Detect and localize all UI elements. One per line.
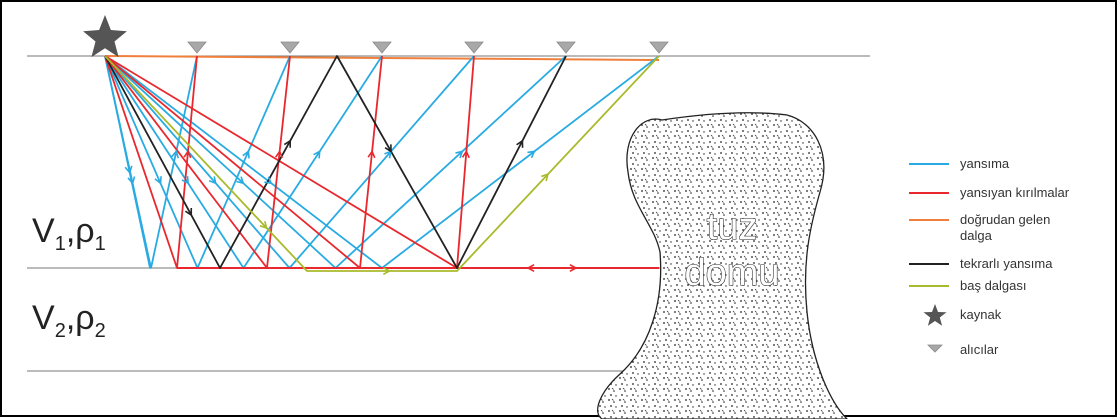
head-wave-arrow	[259, 221, 268, 230]
reflection-arrow-up	[527, 150, 536, 159]
legend-label-direct: doğrudan gelen	[960, 212, 1050, 227]
dome-label-tuz: tuz	[707, 206, 758, 248]
receiver-triangle-icon	[556, 41, 576, 54]
reflection-arrow-up	[242, 149, 250, 159]
refraction-arrow-up	[367, 149, 376, 159]
dome-label-domu: domu	[684, 252, 779, 294]
refraction-arrow-right	[569, 263, 578, 273]
head-wave-arrow	[382, 266, 392, 276]
reflection-arrow-up	[313, 150, 321, 159]
multiple-arrow	[384, 144, 392, 153]
legend-label-multiple: tekrarlı yansıma	[960, 256, 1053, 271]
legend-label-head: baş dalgası	[960, 278, 1027, 293]
reflection-arrow-down	[154, 176, 162, 185]
legend-label-receivers: alıcılar	[960, 342, 999, 357]
reflection-arrow-down	[236, 176, 245, 185]
reflection-arrow-up	[171, 149, 180, 159]
receiver-triangle-icon	[372, 41, 392, 54]
legend-label-direct-line2: dalga	[960, 228, 993, 243]
ray-paths	[104, 55, 660, 272]
reflection-arrow-down	[127, 176, 136, 185]
receiver-triangle-icon	[464, 41, 484, 54]
refraction-ray	[104, 55, 475, 269]
receiver-triangle-icon	[649, 41, 669, 54]
legend-label-source: kaynak	[960, 307, 1002, 322]
multiple-arrow	[283, 139, 292, 148]
legend-label-refraction: yansıyan kırılmalar	[960, 185, 1070, 200]
head-wave-arrow	[540, 173, 550, 182]
multiple-reflection-ray	[104, 55, 567, 269]
reflection-arrow-down	[264, 176, 273, 185]
salt-dome	[597, 112, 848, 419]
reflection-arrow-up	[455, 150, 464, 159]
refraction-arrow-up	[183, 149, 192, 159]
refraction-arrow-up	[461, 149, 470, 159]
multiple-arrow	[516, 139, 524, 148]
multiple-arrow	[184, 207, 193, 217]
layer-label-lower: V2,ρ2	[32, 299, 106, 342]
ray-arrows	[124, 139, 578, 276]
legend-label-reflection: yansıma	[960, 156, 1010, 171]
legend-star-icon	[923, 304, 947, 326]
reflection-ray	[104, 55, 151, 269]
receiver-array	[187, 41, 669, 54]
legend-triangle-down-icon	[927, 344, 943, 353]
receiver-triangle-icon	[280, 41, 300, 54]
refraction-arrow-left	[526, 263, 535, 273]
reflection-arrow-down	[181, 176, 190, 185]
head-wave-ray	[104, 55, 660, 272]
legend: yansıma yansıyan kırılmalar doğrudan gel…	[909, 156, 1070, 357]
reflection-arrow-down	[208, 176, 217, 185]
reflection-ray	[104, 55, 475, 269]
reflection-arrow-down	[124, 165, 133, 175]
refraction-arrow-up	[274, 149, 284, 159]
receiver-triangle-icon	[187, 41, 207, 54]
source-star-icon	[83, 15, 127, 58]
layer-label-upper: V1,ρ1	[32, 212, 106, 255]
